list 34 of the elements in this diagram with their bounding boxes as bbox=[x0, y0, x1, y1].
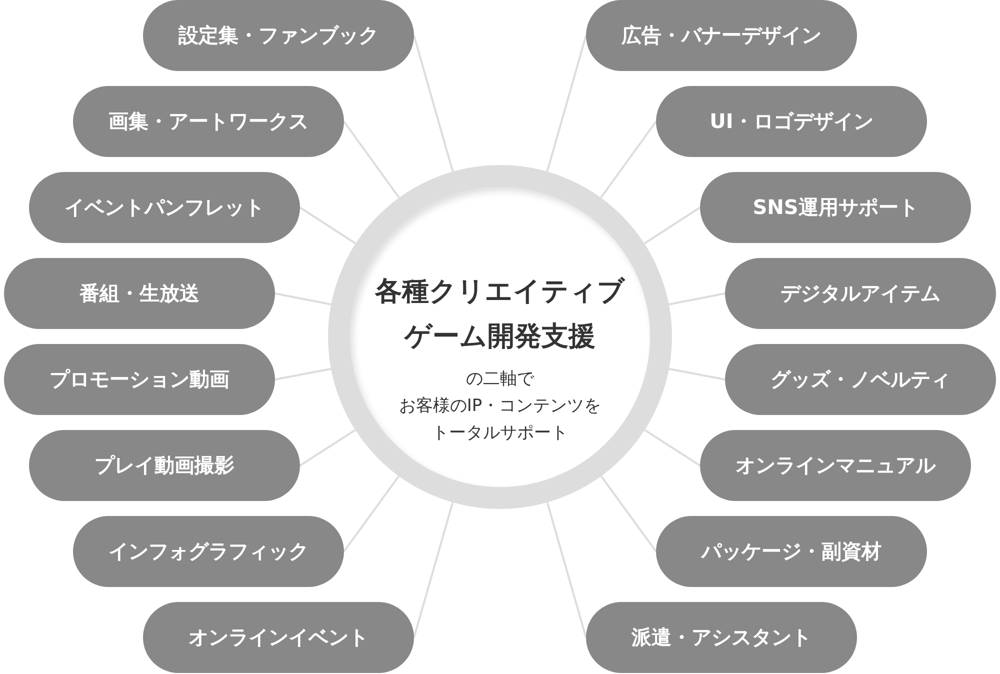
service-pill: オンラインイベント bbox=[143, 602, 414, 673]
service-pill: グッズ・ノベルティ bbox=[725, 344, 996, 415]
service-pill: デジタルアイテム bbox=[725, 258, 996, 329]
connector-line bbox=[413, 35, 454, 172]
connector-line bbox=[546, 35, 587, 172]
heading: 各種クリエイティブゲーム開発支援 bbox=[374, 275, 626, 354]
service-pill: オンラインマニュアル bbox=[700, 430, 971, 501]
service-pill: 派遣・アシスタント bbox=[586, 602, 857, 673]
connector-line bbox=[343, 476, 400, 552]
connector-line bbox=[668, 292, 726, 306]
connector-line bbox=[274, 292, 332, 306]
connector-line bbox=[274, 368, 332, 380]
connector-line bbox=[546, 502, 587, 638]
service-pill: 番組・生放送 bbox=[4, 258, 275, 329]
service-pill: 画集・アートワークス bbox=[73, 86, 344, 157]
service-pill: プロモーション動画 bbox=[4, 344, 275, 415]
description: の二軸でお客様のIP・コンテンツをトータルサポート bbox=[398, 368, 602, 445]
connector-line bbox=[299, 429, 356, 466]
connector-line bbox=[600, 120, 657, 198]
service-pill: SNS運用サポート bbox=[700, 172, 971, 243]
service-pill: 設定集・ファンブック bbox=[143, 0, 414, 71]
connector-line bbox=[413, 502, 454, 638]
service-pill: 広告・バナーデザイン bbox=[586, 0, 857, 71]
service-pill: プレイ動画撮影 bbox=[29, 430, 300, 501]
service-pill: UI・ロゴデザイン bbox=[656, 86, 927, 157]
connector-line bbox=[343, 120, 400, 198]
service-pill: インフォグラフィック bbox=[73, 516, 344, 587]
connector-line bbox=[600, 476, 657, 552]
connector-line bbox=[668, 368, 726, 380]
service-pill: パッケージ・副資材 bbox=[656, 516, 927, 587]
connector-line bbox=[299, 206, 356, 244]
connector-line bbox=[644, 206, 701, 244]
service-pill: イベントパンフレット bbox=[29, 172, 300, 243]
connector-line bbox=[644, 429, 701, 466]
